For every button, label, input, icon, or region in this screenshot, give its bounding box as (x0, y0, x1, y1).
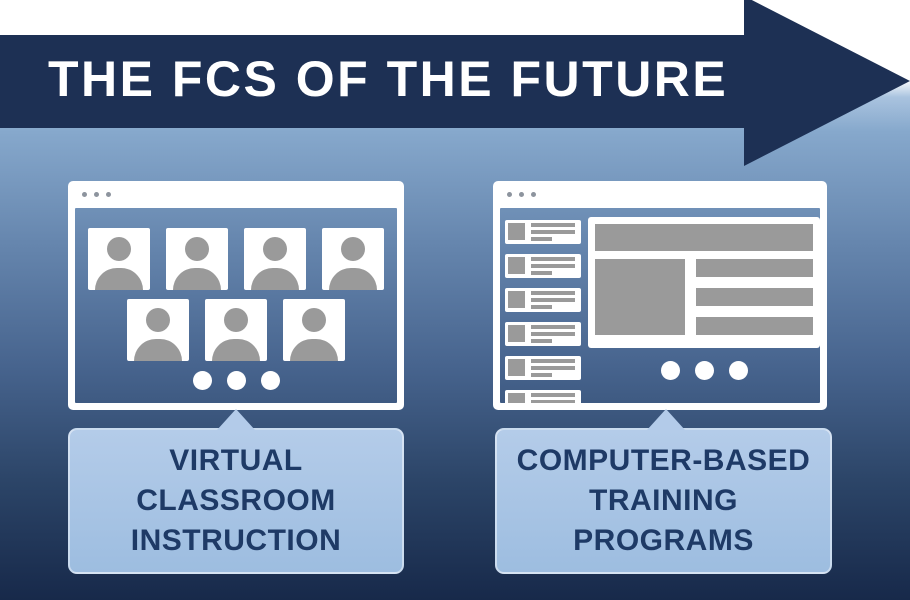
participant-tile (322, 228, 384, 290)
callout-virtual-classroom: VIRTUAL CLASSROOM INSTRUCTION (68, 428, 404, 574)
browser-window-virtual-classroom (68, 181, 404, 410)
menu-dot-icon (519, 192, 524, 197)
participant-tile (127, 299, 189, 361)
carousel-dots (588, 361, 820, 380)
carousel-dot (694, 361, 714, 380)
callout-line: VIRTUAL (169, 444, 303, 477)
carousel-dot (226, 371, 246, 390)
sidebar-list (505, 220, 581, 403)
video-grid-row-top (75, 228, 397, 290)
sidebar-item (505, 254, 581, 278)
window-titlebar (493, 181, 827, 208)
menu-dot-icon (507, 192, 512, 197)
participant-tile (283, 299, 345, 361)
content-text-bar (696, 317, 813, 335)
sidebar-item (505, 220, 581, 244)
carousel-dots (75, 371, 397, 390)
sidebar-item (505, 390, 581, 403)
window-menu-dots-icon (82, 181, 111, 208)
menu-dot-icon (106, 192, 111, 197)
menu-dot-icon (531, 192, 536, 197)
callout-computer-based-training: COMPUTER-BASED TRAINING PROGRAMS (495, 428, 832, 574)
callout-line: CLASSROOM (136, 484, 336, 517)
banner-arrow-body: THE FCS OF THE FUTURE (0, 35, 745, 128)
content-text-bar (696, 259, 813, 277)
callout-line: PROGRAMS (573, 524, 754, 557)
sidebar-item (505, 288, 581, 312)
callout-line: COMPUTER-BASED (516, 444, 811, 477)
content-image-block (595, 259, 685, 335)
menu-dot-icon (94, 192, 99, 197)
content-text-bar (696, 288, 813, 306)
banner-arrow-head-icon (744, 0, 910, 166)
participant-tile (166, 228, 228, 290)
page-title: THE FCS OF THE FUTURE (48, 50, 729, 107)
carousel-dot (192, 371, 212, 390)
sidebar-item (505, 322, 581, 346)
window-content (500, 208, 820, 403)
sidebar-item (505, 356, 581, 380)
participant-tile (88, 228, 150, 290)
window-content (75, 208, 397, 403)
menu-dot-icon (82, 192, 87, 197)
callout-pointer (217, 409, 255, 430)
participant-tile (205, 299, 267, 361)
callout-line: INSTRUCTION (130, 524, 342, 557)
callout-pointer (647, 409, 685, 430)
window-titlebar (68, 181, 404, 208)
content-header-bar (595, 224, 813, 251)
browser-window-training-program (493, 181, 827, 410)
carousel-dot (728, 361, 748, 380)
window-menu-dots-icon (507, 181, 536, 208)
content-text-bars (696, 259, 813, 335)
callout-line: TRAINING (589, 484, 738, 517)
participant-tile (244, 228, 306, 290)
carousel-dot (660, 361, 680, 380)
content-row (595, 259, 813, 335)
main-content-panel (588, 217, 820, 348)
video-grid-row-bottom (75, 299, 397, 361)
carousel-dot (260, 371, 280, 390)
